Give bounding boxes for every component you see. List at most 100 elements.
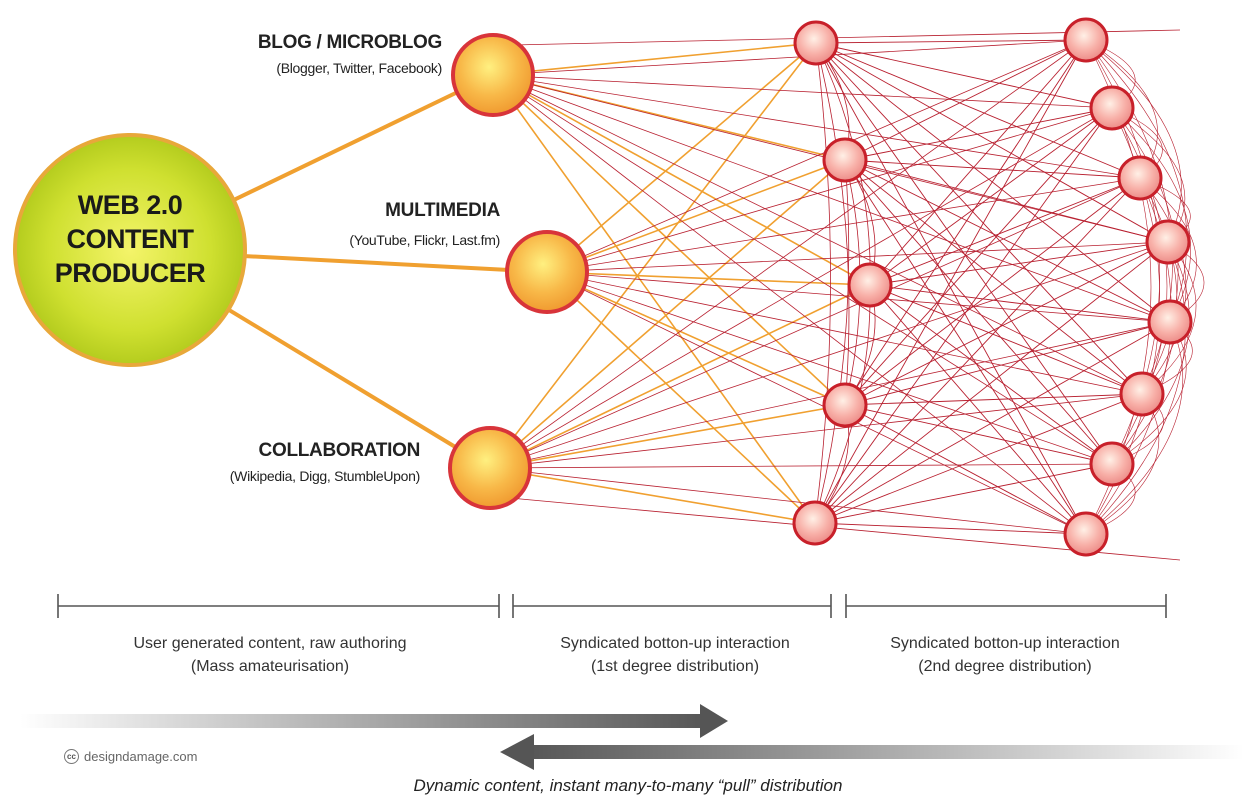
network-link [814, 159, 850, 524]
network-link [1085, 39, 1187, 323]
nodes [13, 17, 1193, 557]
source-title: COLLABORATION [258, 440, 421, 461]
source-subtitle: (Wikipedia, Digg, StumbleUpon) [229, 468, 421, 484]
network-link [815, 42, 1169, 243]
phase-line-1: Syndicated botton-up interaction [890, 635, 1120, 652]
source-node-link [546, 107, 1113, 273]
network-link [844, 159, 1169, 243]
source-node-link [489, 39, 1087, 469]
network-link [844, 159, 1087, 535]
network-link [844, 159, 1141, 179]
distribution-caption: Dynamic content, instant many-to-many “p… [413, 776, 843, 795]
phase-line-2: (Mass amateurisation) [190, 658, 350, 675]
phase-line-2: (1st degree distribution) [590, 658, 760, 675]
source-node [505, 230, 589, 314]
push-arrow [20, 704, 728, 738]
hub-label: WEB 2.0 CONTENT PRODUCER [20, 188, 240, 290]
source-node-link [546, 39, 1087, 273]
phase-caption-2: Syndicated botton-up interaction (1st de… [520, 632, 830, 678]
phase-caption-3: Syndicated botton-up interaction (2nd de… [850, 632, 1160, 678]
bracket-phase-1 [57, 594, 500, 618]
cc-icon: cc [64, 749, 79, 764]
phase-line-2: (2nd degree distribution) [918, 658, 1092, 675]
network-link [844, 404, 1113, 465]
network-link [1085, 321, 1183, 535]
distribution-node [793, 20, 839, 66]
network-link [814, 393, 1143, 524]
network-link [815, 42, 1171, 323]
distribution-node [1147, 299, 1193, 345]
network-link [844, 159, 1171, 323]
network-link [814, 177, 1141, 524]
network-link [815, 42, 850, 406]
source-node [448, 426, 532, 510]
source-node-link [492, 74, 1141, 179]
phase-line-1: Syndicated botton-up interaction [560, 635, 790, 652]
network-link [814, 241, 1169, 524]
phase-brackets [57, 594, 1167, 618]
network-link [815, 42, 1087, 535]
source-label-multimedia: MULTIMEDIA (YouTube, Flickr, Last.fm) [349, 200, 500, 248]
network-link [844, 39, 1087, 406]
network-link [814, 107, 1113, 524]
network-link [815, 42, 1113, 109]
distribution-node [1063, 511, 1109, 557]
source-node-link [546, 177, 1141, 273]
source-label-blog: BLOG / MICROBLOG (Blogger, Twitter, Face… [258, 32, 442, 76]
network-link [869, 284, 1087, 535]
source-node-link [546, 159, 846, 273]
source-node-link [546, 241, 1169, 273]
source-node-link [546, 271, 1113, 465]
source-node-link [546, 271, 1087, 535]
network-link [1111, 107, 1168, 465]
source-node-link [489, 467, 816, 524]
distribution-node [1119, 371, 1165, 417]
source-node-link [489, 467, 1087, 535]
network-link [844, 107, 1113, 161]
source-node-link [546, 42, 817, 273]
source-node-link [489, 177, 1141, 469]
network-link [844, 393, 1143, 406]
distribution-node [1089, 85, 1135, 131]
source-node-link [492, 42, 817, 76]
phase-caption-1: User generated content, raw authoring (M… [80, 632, 460, 678]
network-link [1141, 241, 1197, 395]
network-link [869, 177, 1141, 286]
distribution-node [1117, 155, 1163, 201]
source-node-link [489, 284, 871, 469]
pull-arrow [500, 734, 1244, 770]
hub-line-2: CONTENT [66, 224, 195, 254]
source-subtitle: (Blogger, Twitter, Facebook) [276, 60, 442, 76]
network-link [814, 39, 1087, 524]
source-label-collaboration: COLLABORATION (Wikipedia, Digg, StumbleU… [229, 440, 421, 484]
source-node-link [489, 393, 1143, 469]
distribution-node [792, 500, 838, 546]
source-node-link [489, 159, 846, 469]
network-link [844, 177, 1141, 406]
source-node-link [489, 404, 846, 469]
source-node-link [492, 74, 1113, 109]
network-links [814, 39, 1205, 535]
source-subtitle: (YouTube, Flickr, Last.fm) [349, 232, 500, 248]
hub-line-3: PRODUCER [54, 258, 206, 288]
hub-node [13, 133, 247, 367]
network-link [869, 39, 1087, 286]
network-link [815, 39, 1087, 44]
phase-line-1: User generated content, raw authoring [133, 635, 407, 652]
source-node-link [546, 271, 816, 524]
hub-line-1: WEB 2.0 [77, 190, 183, 220]
source-links [489, 29, 1181, 561]
distribution-node [822, 382, 868, 428]
source-title: BLOG / MICROBLOG [257, 32, 442, 53]
network-link [814, 42, 831, 524]
network-link [814, 321, 1171, 524]
source-node-link [546, 271, 1143, 395]
source-node-link [489, 463, 1113, 469]
brand-credit: cc designdamage.com [64, 749, 197, 764]
distribution-node [847, 262, 893, 308]
network-link [815, 42, 1143, 395]
distribution-node [1063, 17, 1109, 63]
source-node-link [492, 74, 871, 286]
bracket-phase-3 [845, 594, 1167, 618]
